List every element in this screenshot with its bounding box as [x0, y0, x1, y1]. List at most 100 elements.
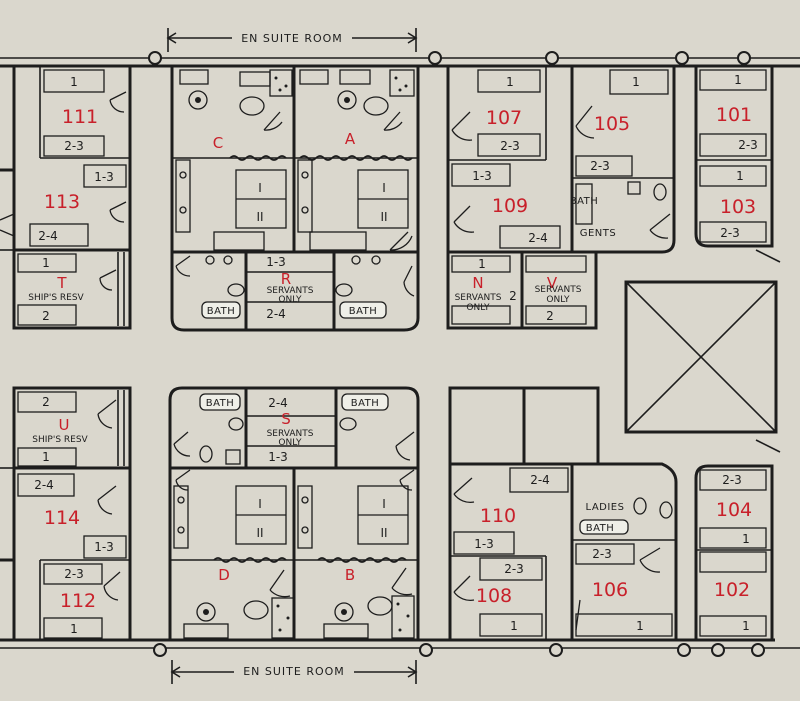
berth-label: 2 [546, 309, 554, 323]
left-edge-stub-top [0, 168, 14, 251]
bath-label: BATH [351, 398, 380, 409]
berth-label: 2-4 [34, 478, 54, 492]
bed-label: I [258, 497, 262, 511]
berth-label: 2-3 [592, 547, 612, 561]
block-top-ensuite: C A I II I II BATH BATH 1-3 R SERVANTS O… [170, 64, 420, 332]
room-109-number: 109 [492, 195, 528, 217]
dimension-label-top: EN SUITE ROOM [241, 32, 343, 45]
servants-only-label: SERVANTS [267, 286, 314, 296]
room-letter-A: A [345, 130, 356, 148]
room-101-number: 101 [716, 104, 752, 126]
bed-label: II [256, 210, 263, 224]
berth-label: 2 [509, 289, 517, 303]
berth-label: 2-3 [590, 159, 610, 173]
room-letter-B: B [345, 566, 355, 584]
servants-only-label: ONLY [278, 295, 302, 305]
block-bottom-right: 2-3 104 1 102 1 [694, 464, 774, 640]
block-bottom-ensuite: BATH BATH 2-4 S SERVANTS ONLY 1-3 I II I… [168, 386, 420, 642]
berth-label: 1-3 [472, 169, 492, 183]
gents-label: GENTS [580, 228, 617, 239]
block-top-mid-right: 107 1 2-3 1-3 109 2-4 1 N SERVANTS ONLY … [446, 64, 676, 330]
ships-reserve-label: SHIP'S RESV [32, 435, 88, 445]
room-113-number: 113 [44, 191, 80, 213]
berth-label: 2 [42, 395, 50, 409]
berth-label: 1 [42, 450, 50, 464]
left-edge-stub-bottom [0, 467, 14, 562]
block-bottom-left: 2 U SHIP'S RESV 1 2-4 114 1-3 2-3 112 1 [12, 386, 132, 642]
berth-label: 1 [734, 73, 742, 87]
bath-label: BATH [206, 398, 235, 409]
dimension-top: EN SUITE ROOM [166, 28, 418, 52]
room-105-number: 105 [594, 113, 630, 135]
berth-label: 1 [742, 619, 750, 633]
room-letter-D: D [218, 566, 230, 584]
room-108-number: 108 [476, 585, 512, 607]
berth-label: 1 [70, 75, 78, 89]
room-letter-V: V [547, 274, 558, 292]
block-bottom-mid: 2-4 110 1-3 2-3 108 1 LADIES BATH 2-3 10… [448, 386, 678, 642]
berth-label: 2-4 [528, 231, 548, 245]
room-111-number: 111 [62, 106, 98, 128]
dimension-bottom: EN SUITE ROOM [170, 660, 418, 684]
bed-label: I [382, 181, 386, 195]
ladies-label: LADIES [586, 502, 625, 513]
ships-reserve-label: SHIP'S RESV [28, 293, 84, 303]
room-letter-U: U [59, 416, 70, 434]
berth-label: 1-3 [474, 537, 494, 551]
room-letter-S: S [281, 410, 291, 428]
room-114-number: 114 [44, 507, 80, 529]
stair-well [624, 249, 781, 453]
berth-label: 1-3 [266, 255, 286, 269]
bath-label: BATH [570, 196, 599, 207]
room-letter-T: T [56, 274, 67, 292]
berth-label: 2-3 [64, 567, 84, 581]
room-110-number: 110 [480, 505, 516, 527]
berth-label: 2-3 [722, 473, 742, 487]
berth-label: 2-4 [268, 396, 288, 410]
berth-label: 1 [70, 622, 78, 636]
bed-label: II [256, 526, 263, 540]
berth-label: 1 [506, 75, 514, 89]
servants-only-label: ONLY [546, 295, 570, 305]
room-103-number: 103 [720, 196, 756, 218]
servants-only-label: SERVANTS [535, 285, 582, 295]
room-107-number: 107 [486, 107, 522, 129]
block-top-left: 111 1 2-3 1-3 113 2-4 1 T SHIP'S RESV 2 [0, 64, 132, 330]
room-102-number: 102 [714, 579, 750, 601]
berth-label: 1 [478, 257, 486, 271]
berth-label: 1 [510, 619, 518, 633]
structural-columns [148, 51, 765, 657]
bath-label: BATH [207, 306, 236, 317]
berth-label: 2-3 [500, 139, 520, 153]
berth-label: 2-4 [38, 229, 58, 243]
dimension-label-bottom: EN SUITE ROOM [243, 665, 345, 678]
servants-only-label: ONLY [278, 438, 302, 448]
berth-label: 1 [636, 619, 644, 633]
berth-label: 2-4 [530, 473, 550, 487]
berth-label: 1 [736, 169, 744, 183]
room-104-number: 104 [716, 499, 752, 521]
bed-label: II [380, 210, 387, 224]
berth-label: 2-3 [738, 138, 758, 152]
room-112-number: 112 [60, 590, 96, 612]
room-letter-N: N [472, 274, 483, 292]
room-letter-C: C [213, 134, 223, 152]
berth-label: 1-3 [268, 450, 288, 464]
berth-label: 1-3 [94, 170, 114, 184]
berth-label: 1 [42, 256, 50, 270]
berth-label: 2-3 [504, 562, 524, 576]
berth-label: 2-3 [720, 226, 740, 240]
berth-label: 2 [42, 309, 50, 323]
berth-label: 2-3 [64, 139, 84, 153]
berth-label: 1 [742, 532, 750, 546]
bed-label: I [258, 181, 262, 195]
servants-only-label: ONLY [466, 303, 490, 313]
berth-label: 1 [632, 75, 640, 89]
bath-label: BATH [586, 523, 615, 534]
block-top-right: 101 1 2-3 1 103 2-3 [694, 66, 774, 248]
bed-label: I [382, 497, 386, 511]
bed-label: II [380, 526, 387, 540]
room-letter-R: R [281, 270, 291, 288]
